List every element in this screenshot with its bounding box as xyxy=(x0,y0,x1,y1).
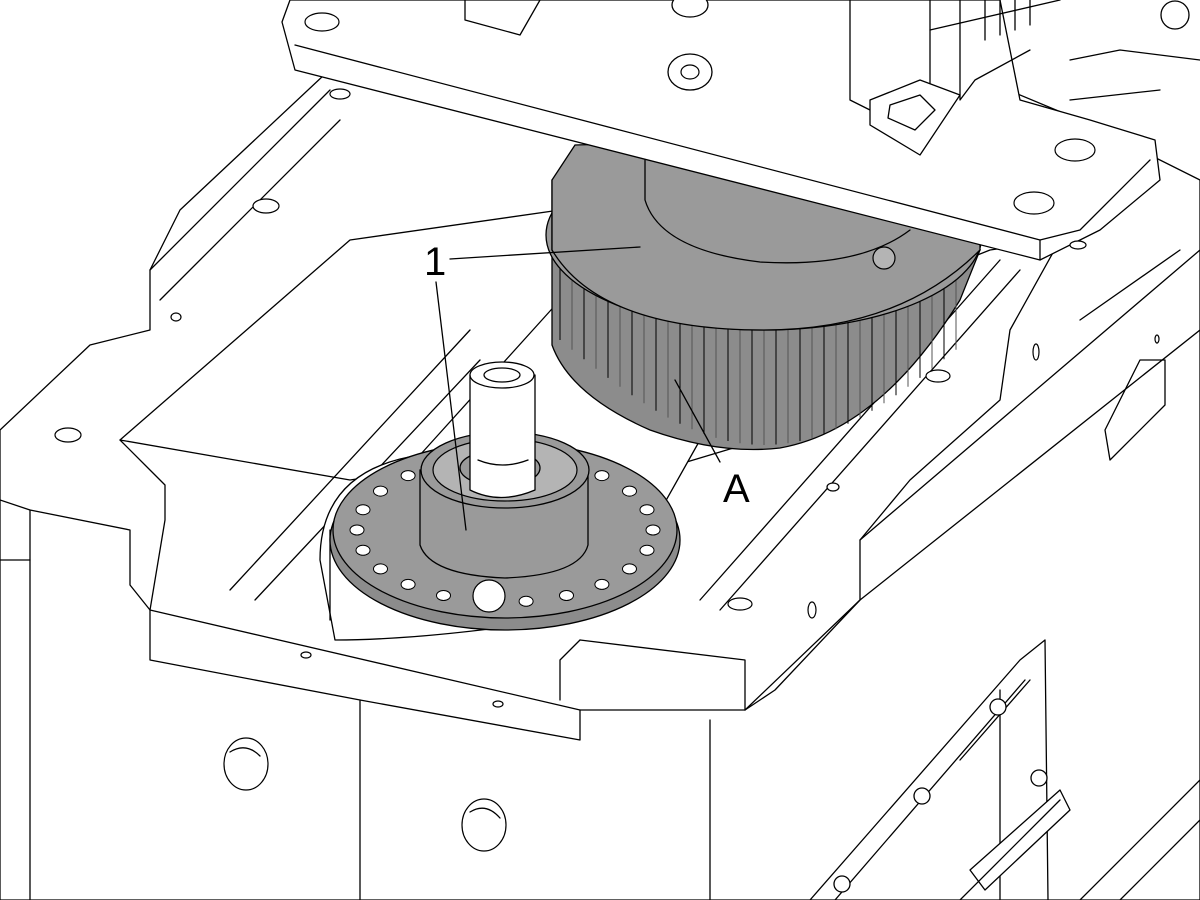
leader-line xyxy=(674,379,721,463)
sprocket-hole xyxy=(518,595,534,607)
mounting-hole xyxy=(1032,343,1040,361)
sprocket-hole xyxy=(559,590,574,601)
plate-hole xyxy=(304,12,340,32)
mounting-hole xyxy=(170,312,182,322)
washer xyxy=(671,0,709,18)
plate-hole xyxy=(1054,138,1096,162)
bolt-head xyxy=(989,698,1007,716)
sprocket-hole xyxy=(594,578,610,590)
callout-a: A xyxy=(674,379,750,511)
plate-hole xyxy=(1013,191,1055,215)
callout-label-a: A xyxy=(723,467,750,511)
mounting-hole xyxy=(1154,334,1160,344)
upper-plate xyxy=(281,0,1200,261)
sprocket-hole xyxy=(373,485,388,497)
sprocket-hole xyxy=(400,470,416,482)
mounting-hole xyxy=(329,88,351,100)
sprocket-hole xyxy=(436,590,451,601)
fitting xyxy=(1160,0,1190,30)
mounting-hole xyxy=(300,651,312,659)
mounting-hole xyxy=(807,601,817,619)
sprocket-hole xyxy=(355,504,371,516)
mounting-hole xyxy=(727,597,753,611)
pulley-bolt-hole xyxy=(872,246,896,270)
lower-right-bracket xyxy=(809,639,1200,900)
bolt-head xyxy=(833,875,851,893)
sprocket-hole xyxy=(645,524,661,536)
mounting-hole xyxy=(826,482,840,492)
small-sprocket xyxy=(329,361,681,631)
large-pulley-a xyxy=(545,139,983,451)
callout-label-1: 1 xyxy=(424,240,446,284)
mounting-hole xyxy=(925,369,951,383)
side-hole xyxy=(223,737,269,791)
callout-1: 1 xyxy=(424,240,641,531)
sprocket-hole xyxy=(373,563,388,575)
sprocket-hole xyxy=(400,578,416,590)
mounting-hole xyxy=(492,700,504,708)
leader-line xyxy=(449,246,641,260)
sprocket-hole xyxy=(349,524,365,536)
bolt-head xyxy=(1030,769,1048,787)
drive-shaft xyxy=(469,374,536,499)
sprocket-hole xyxy=(355,544,371,556)
sprocket-hole xyxy=(622,563,637,575)
sprocket-center-hole xyxy=(472,579,506,613)
bolt-head xyxy=(913,787,931,805)
sprocket-hole xyxy=(622,485,637,497)
sprocket-hole xyxy=(639,504,655,516)
plate-hole xyxy=(1069,240,1087,250)
mounting-hole xyxy=(54,427,82,443)
mounting-hole xyxy=(252,198,280,214)
sprocket-hole xyxy=(594,470,610,482)
leader-line xyxy=(435,281,467,531)
side-hole xyxy=(461,798,507,852)
sprocket-hole xyxy=(639,544,655,556)
